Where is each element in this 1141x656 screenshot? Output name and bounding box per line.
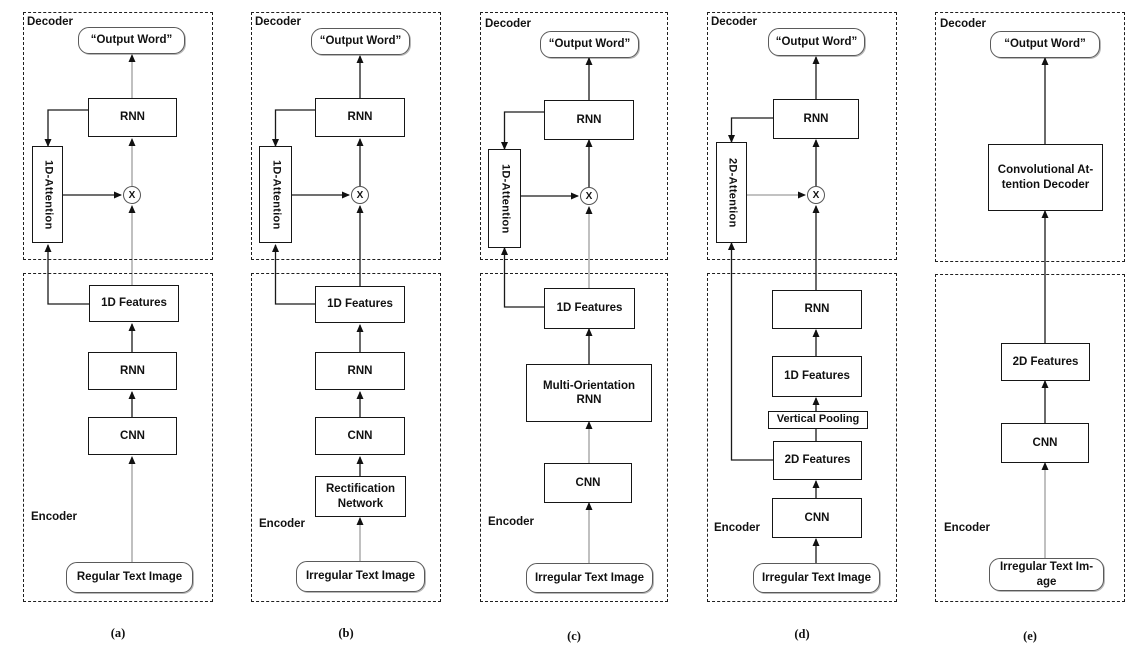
- panel-d-decoder-rnn-node: RNN: [773, 99, 859, 139]
- arrow-features-to-attention: [501, 247, 544, 308]
- panel-a-encoder-label: Encoder: [31, 511, 78, 523]
- panel-b-decoder-label: Decoder: [255, 16, 302, 28]
- arrow-features-to-attention: [44, 244, 89, 305]
- panel-a-input-node: Regular Text Image: [66, 562, 193, 593]
- panel-e-decoder-region: [935, 12, 1125, 262]
- panel-a-connectors: [44, 54, 136, 562]
- arrow-rnn-to-attention: [272, 109, 315, 147]
- panel-d-vertical-pooling-node: Vertical Pooling: [768, 411, 868, 429]
- panel-b-connectors: [272, 55, 364, 561]
- panel-d-decoder-label: Decoder: [711, 16, 758, 28]
- panel-d-input-node: Irregular Text Image: [753, 563, 880, 593]
- panel-d-output-word-node: “Output Word”: [768, 28, 865, 56]
- arrow-rnn-to-attention: [728, 117, 773, 143]
- panel-c-output-word-node: “Output Word”: [540, 31, 639, 58]
- panel-d-caption: (d): [794, 627, 810, 641]
- panel-a-decoder-label: Decoder: [27, 16, 74, 28]
- arrow-rnn-to-attention: [44, 109, 88, 147]
- panel-e-caption: (e): [1023, 629, 1037, 643]
- arrow-2dfeatures-to-attention: [728, 242, 773, 461]
- panel-c-encoder-region: [480, 273, 668, 602]
- panel-a-decoder-rnn-node: RNN: [88, 98, 177, 137]
- panel-b-rectification-node: Rectification Network: [315, 476, 406, 517]
- panel-d-2d-features-node: 2D Features: [773, 441, 862, 480]
- arrow-rnn-to-attention: [501, 111, 544, 150]
- panel-c-cnn-node: CNN: [544, 463, 632, 503]
- panel-c-multiply-node: X: [580, 187, 598, 205]
- panel-d-attention-node: 2D-Attention: [716, 142, 747, 243]
- panel-b-encoder-rnn-node: RNN: [315, 352, 405, 390]
- panel-b-cnn-node: CNN: [315, 417, 405, 455]
- panel-b-attention-node: 1D-Attention: [259, 146, 292, 243]
- panel-b-encoder-region: [251, 273, 441, 602]
- arrow-features-to-attention: [272, 244, 315, 305]
- panel-e-cnn-node: CNN: [1001, 423, 1089, 463]
- panel-d-connectors: [728, 56, 820, 563]
- panel-d-1d-features-node: 1D Features: [772, 356, 862, 397]
- panel-b-input-node: Irregular Text Image: [296, 561, 425, 592]
- panel-c-encoder-label: Encoder: [488, 516, 535, 528]
- panel-d-decoder-region: [707, 12, 897, 260]
- panel-e-conv-attention-decoder-node: Convolutional At- tention Decoder: [988, 144, 1103, 211]
- panel-b-decoder-region: [251, 12, 441, 260]
- panel-e-output-word-node: “Output Word”: [990, 31, 1100, 58]
- panel-c-input-node: Irregular Text Image: [526, 563, 653, 593]
- panel-e-input-node: Irregular Text Im- age: [989, 558, 1104, 591]
- panel-c-decoder-label: Decoder: [485, 18, 532, 30]
- panel-b-1d-features-node: 1D Features: [315, 286, 405, 323]
- panel-d-multiply-node: X: [807, 186, 825, 204]
- panel-d-encoder-region: [707, 273, 897, 602]
- panel-a-decoder-region: [23, 12, 213, 260]
- panel-a-encoder-region: [23, 273, 213, 602]
- panel-c-attention-node: 1D-Attention: [488, 149, 521, 248]
- panel-d-encoder-label: Encoder: [714, 522, 761, 534]
- panel-c-caption: (c): [567, 629, 581, 643]
- panel-e-encoder-label: Encoder: [944, 522, 991, 534]
- panel-a-caption: (a): [110, 626, 126, 640]
- panel-d-cnn-node: CNN: [772, 498, 862, 538]
- panel-a-output-word-node: “Output Word”: [78, 27, 185, 54]
- panel-c-1d-features-node: 1D Features: [544, 288, 635, 329]
- panel-b-caption: (b): [338, 626, 354, 640]
- panel-b-multiply-node: X: [351, 186, 369, 204]
- panel-a-multiply-node: X: [123, 186, 141, 204]
- panel-b-decoder-rnn-node: RNN: [315, 98, 405, 137]
- panel-a-encoder-rnn-node: RNN: [88, 352, 177, 390]
- panel-c-connectors: [501, 57, 593, 563]
- panel-a-cnn-node: CNN: [88, 417, 177, 455]
- panel-a-attention-node: 1D-Attention: [32, 146, 63, 243]
- panel-d-encoder-rnn-node: RNN: [772, 290, 862, 329]
- panel-c-mo-rnn-node: Multi-Orientation RNN: [526, 364, 652, 422]
- panel-c-decoder-region: [480, 12, 668, 260]
- panel-b-encoder-label: Encoder: [259, 518, 306, 530]
- panel-e-decoder-label: Decoder: [940, 18, 987, 30]
- panel-a-1d-features-node: 1D Features: [89, 285, 179, 322]
- panel-e-encoder-region: [935, 274, 1125, 602]
- panel-c-decoder-rnn-node: RNN: [544, 100, 634, 140]
- panel-b-output-word-node: “Output Word”: [311, 28, 410, 55]
- panel-e-2d-features-node: 2D Features: [1001, 343, 1090, 381]
